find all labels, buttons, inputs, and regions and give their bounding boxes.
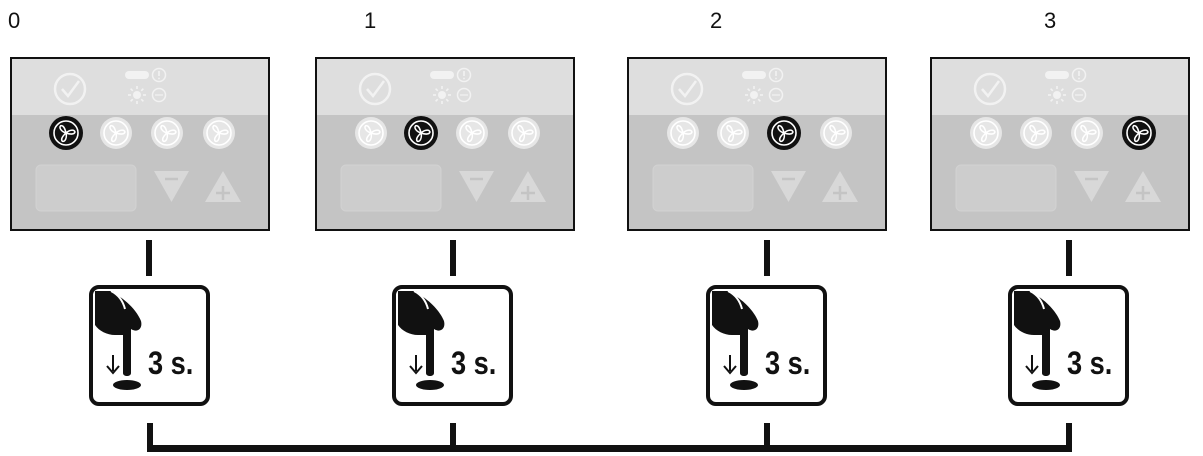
push-button-icon [113,380,141,390]
connector-line-upper-1 [450,240,456,276]
fan-icon [203,117,235,149]
display-segment [340,164,442,212]
down-arrow-icon [106,355,120,375]
fan-icon [508,117,540,149]
hold-duration-label: 3 s. [1067,345,1113,381]
plus-triangle-icon [822,171,858,202]
minus-triangle-icon [459,171,494,202]
connector-line-lower-2 [764,423,770,450]
display-segment [652,164,754,212]
press-hold-box-1: 3 s. [392,285,513,406]
indicator-light [1045,71,1069,79]
down-arrow-icon [1025,355,1039,375]
control-panel-step-1 [315,57,575,231]
fan-icon-active [404,116,438,150]
fan-icon [667,117,699,149]
humidity-icon [768,87,784,103]
check-circle-icon [973,72,1007,106]
connector-line-lower-0 [147,423,153,450]
sun-icon [1048,86,1066,104]
fan-icon [970,117,1002,149]
connector-line-lower-3 [1066,423,1072,450]
fan-icon-active [49,116,83,150]
panel-top-section [317,59,573,115]
control-panel-step-3 [930,57,1190,231]
alarm-icon [456,67,472,83]
connector-line-lower-1 [450,423,456,450]
press-hold-box-3: 3 s. [1008,285,1129,406]
pointing-hand-icon [398,290,445,376]
minus-triangle-icon [1074,171,1109,202]
connector-line-upper-3 [1066,240,1072,276]
panel-top-section [12,59,268,115]
check-circle-icon [358,72,392,106]
humidity-icon [151,87,167,103]
fan-icon [1020,117,1052,149]
alarm-icon [1071,67,1087,83]
press-hold-box-2: 3 s. [706,285,827,406]
push-button-icon [730,380,758,390]
step-number-3: 3 [1044,8,1057,33]
indicator-light [125,71,149,79]
fan-icon-active [1122,116,1156,150]
minus-triangle-icon [771,171,806,202]
press-hold-box-0: 3 s. [89,285,210,406]
step-number-0: 0 [8,8,21,33]
hold-duration-label: 3 s. [148,345,194,381]
plus-triangle-icon [510,171,546,202]
fan-icon [100,117,132,149]
push-button-icon [1032,380,1060,390]
panel-top-section [932,59,1188,115]
sun-icon [128,86,146,104]
hold-duration-label: 3 s. [451,345,497,381]
indicator-light [430,71,454,79]
plus-triangle-icon [1125,171,1161,202]
down-arrow-icon [409,355,423,375]
check-circle-icon [670,72,704,106]
fan-icon [456,117,488,149]
fan-icon [355,117,387,149]
minus-triangle-icon [154,171,189,202]
panel-top-section [629,59,885,115]
down-arrow-icon [723,355,737,375]
bus-line [147,445,1072,452]
fan-icon [1071,117,1103,149]
connector-line-upper-0 [146,240,152,276]
fan-icon [151,117,183,149]
control-panel-step-0 [10,57,270,231]
sun-icon [433,86,451,104]
sun-icon [745,86,763,104]
push-button-icon [416,380,444,390]
pointing-hand-icon [1014,290,1061,376]
control-panel-step-2 [627,57,887,231]
pointing-hand-icon [712,290,759,376]
fan-icon [717,117,749,149]
step-number-2: 2 [710,8,723,33]
connector-line-upper-2 [764,240,770,276]
pointing-hand-icon [95,290,142,376]
step-number-1: 1 [364,8,377,33]
fan-icon-active [767,116,801,150]
fan-icon [820,117,852,149]
plus-triangle-icon [205,171,241,202]
alarm-icon [151,67,167,83]
humidity-icon [456,87,472,103]
display-segment [35,164,137,212]
hold-duration-label: 3 s. [765,345,811,381]
check-circle-icon [53,72,87,106]
humidity-icon [1071,87,1087,103]
indicator-light [742,71,766,79]
display-segment [955,164,1057,212]
alarm-icon [768,67,784,83]
